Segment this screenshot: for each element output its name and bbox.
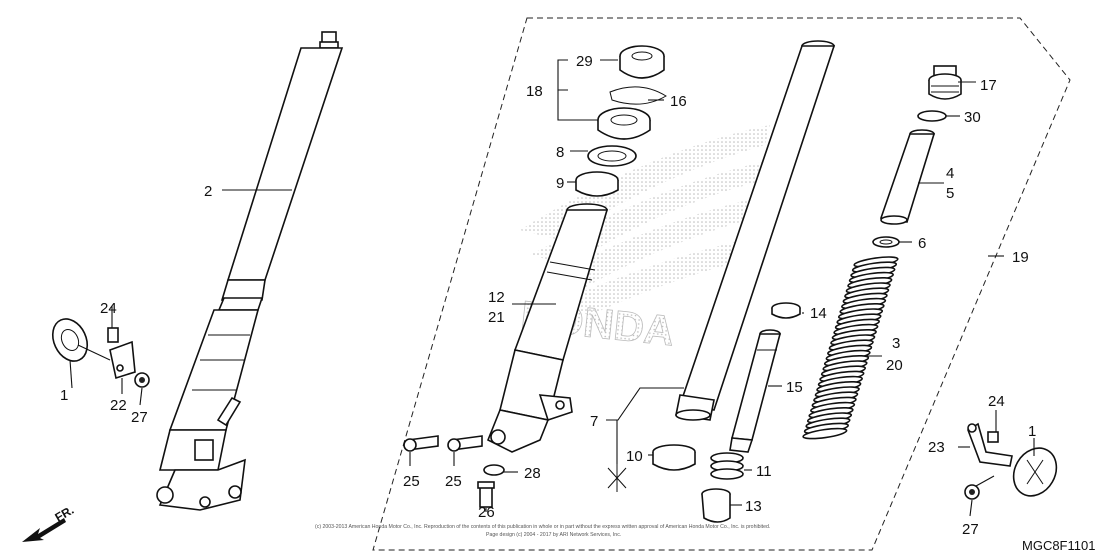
callout-13: 13 xyxy=(745,498,762,515)
callout-1: 1 xyxy=(1028,423,1036,440)
leader-lines xyxy=(69,59,1035,517)
front-marker-label: FR. xyxy=(53,503,77,525)
right-reflector-assembly[interactable] xyxy=(964,422,1065,504)
inner-tube[interactable] xyxy=(607,40,836,492)
callout-30: 30 xyxy=(964,109,981,126)
callout-labels: 1123456789101112131415161718192021222324… xyxy=(60,53,1036,538)
exploded-view-boundary xyxy=(372,17,1071,551)
callout-26: 26 xyxy=(478,504,495,521)
callout-2: 2 xyxy=(204,183,212,200)
callout-22: 22 xyxy=(110,397,127,414)
callout-28: 28 xyxy=(524,465,541,482)
callout-11: 11 xyxy=(756,463,772,480)
callout-18: 18 xyxy=(526,83,543,100)
assembled-fork[interactable] xyxy=(156,31,344,511)
callout-27: 27 xyxy=(962,521,979,538)
callout-4: 4 xyxy=(946,165,954,182)
callout-16: 16 xyxy=(670,93,687,110)
axle-bolts[interactable] xyxy=(403,435,505,508)
fork-spring xyxy=(802,256,899,440)
callout-15: 15 xyxy=(786,379,803,396)
callout-6: 6 xyxy=(918,235,926,252)
callout-27: 27 xyxy=(131,409,148,426)
callout-25: 25 xyxy=(403,473,420,490)
callout-10: 10 xyxy=(626,448,643,465)
callout-19: 19 xyxy=(1012,249,1029,266)
callout-25: 25 xyxy=(445,473,462,490)
callout-5: 5 xyxy=(946,185,954,202)
callout-7: 7 xyxy=(590,413,598,430)
callout-29: 29 xyxy=(576,53,593,70)
copyright-line-2: Page design (c) 2004 - 2017 by ARI Netwo… xyxy=(486,532,621,538)
callout-24: 24 xyxy=(988,393,1005,410)
callout-9: 9 xyxy=(556,175,564,192)
left-reflector-assembly[interactable] xyxy=(46,313,150,388)
diagram-code: MGC8F1101 xyxy=(1022,538,1095,553)
callout-23: 23 xyxy=(928,439,945,456)
callout-8: 8 xyxy=(556,144,564,161)
copyright-line-1: (c) 2003-2013 American Honda Motor Co., … xyxy=(315,524,770,530)
callout-3: 3 xyxy=(892,335,900,352)
front-direction-marker: FR. xyxy=(22,503,76,542)
outer-tube[interactable] xyxy=(486,45,667,453)
callout-14: 14 xyxy=(810,305,827,322)
callout-17: 17 xyxy=(980,77,997,94)
callout-24: 24 xyxy=(100,300,117,317)
callout-20: 20 xyxy=(886,357,903,374)
fork-cap-and-spring[interactable] xyxy=(802,65,962,441)
callout-12: 12 xyxy=(488,289,505,306)
callout-21: 21 xyxy=(488,309,505,326)
damper-rod[interactable] xyxy=(701,302,801,523)
callout-1: 1 xyxy=(60,387,68,404)
